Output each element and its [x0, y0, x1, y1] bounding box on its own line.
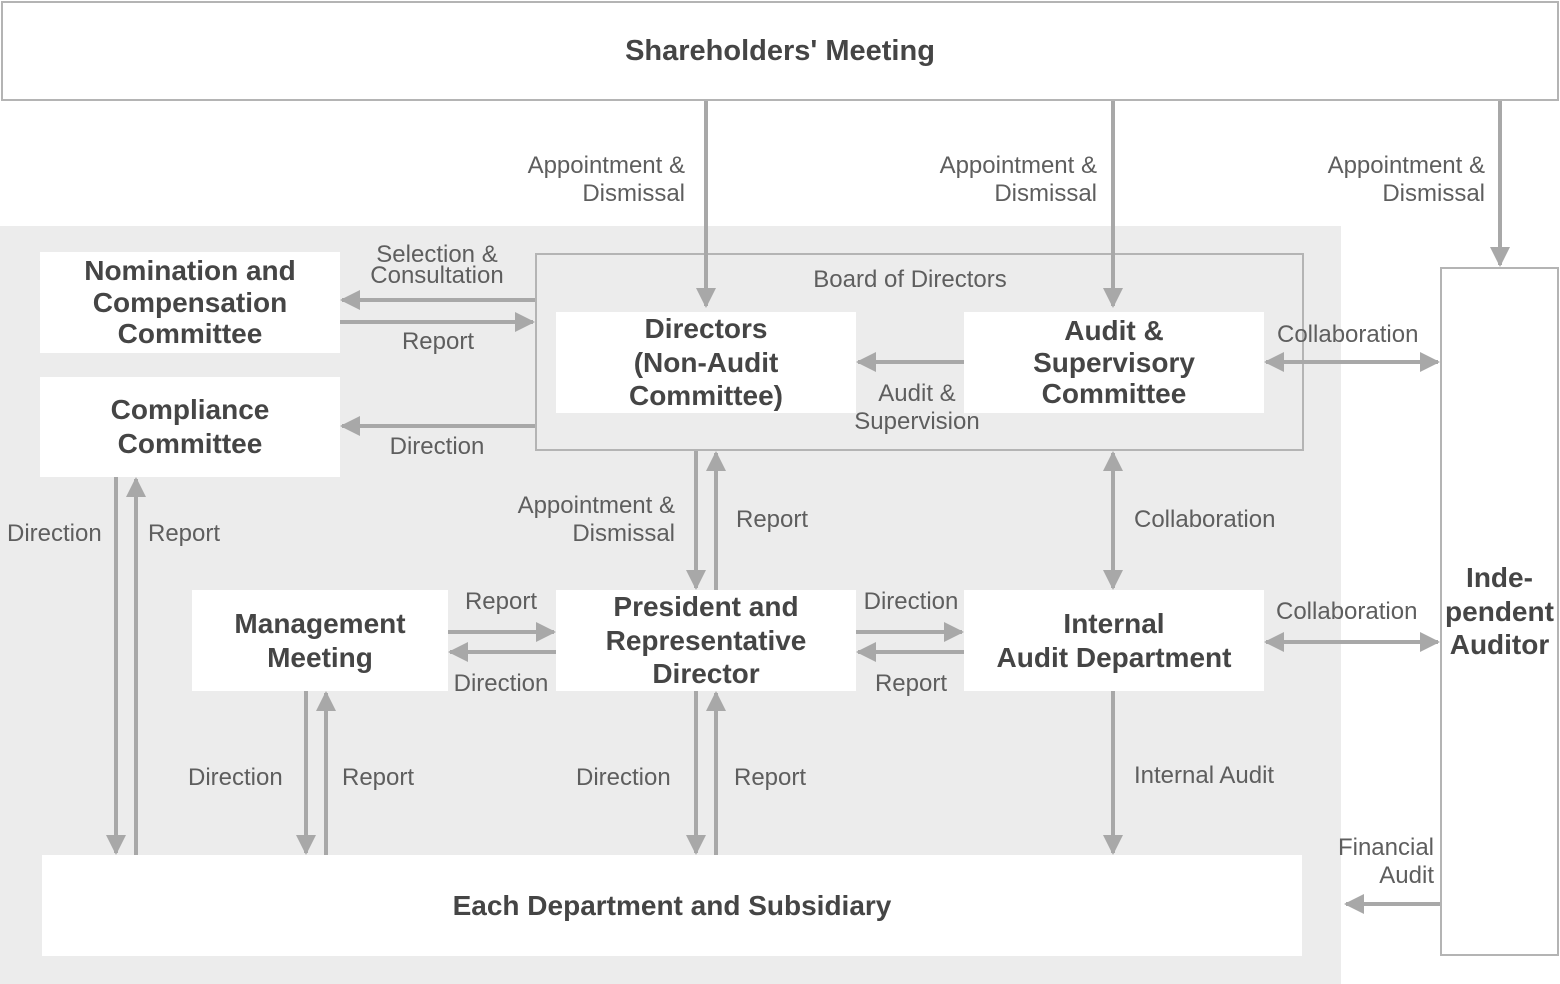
directors-line-2: (Non-Audit Committee)	[628, 346, 783, 412]
appointment-label-3-line-1: Appointment &	[1327, 152, 1485, 179]
internal-audit-department-box: Internal Audit Department	[964, 590, 1264, 691]
report-president-up-label: Report	[734, 764, 807, 791]
appointment-label-2-line-2: Dismissal	[994, 180, 1097, 207]
report-nomination-label: Report	[401, 328, 475, 355]
compliance-line-2: Committee	[117, 428, 263, 459]
report-management-up-label: Report	[342, 764, 415, 791]
shareholders-meeting-box: Shareholders' Meeting	[1, 1, 1559, 101]
collaboration-label-middle: Collaboration	[1134, 506, 1276, 533]
report-president-label: Report	[736, 506, 809, 533]
appointment-label-2-line-1: Appointment &	[939, 152, 1097, 179]
collaboration-label-top: Collaboration	[1277, 321, 1419, 348]
internal-audit-line-2: Audit Department	[996, 641, 1232, 673]
financial-audit-label: Financial Audit	[1300, 834, 1434, 890]
report-left-label: Report	[148, 520, 221, 547]
report-management-label: Report	[464, 588, 538, 615]
appointment-president-label: Appointment & Dismissal	[450, 492, 675, 548]
management-line-2: Meeting	[267, 641, 373, 673]
appointment-president-line-2: Dismissal	[572, 520, 675, 547]
management-meeting-box: Management Meeting	[192, 590, 448, 691]
directors-line-1: Directors	[644, 313, 768, 345]
shareholders-meeting-label: Shareholders' Meeting	[625, 34, 935, 67]
departments-label: Each Department and Subsidiary	[452, 889, 892, 921]
selection-line-1: Selection &	[376, 241, 498, 268]
direction-compliance-label: Direction	[389, 433, 485, 460]
auditor-line-2: pendent	[1445, 595, 1554, 627]
appointment-label-3: Appointment & Dismissal	[1260, 152, 1485, 208]
direction-internal-audit-label: Direction	[863, 588, 959, 615]
selection-line-2: Consultation	[370, 262, 504, 289]
direction-left-label: Direction	[7, 520, 102, 547]
nomination-compensation-committee-box: Nomination and Compensation Committee	[40, 252, 340, 353]
appointment-label-2: Appointment & Dismissal	[872, 152, 1097, 208]
each-department-subsidiary-box: Each Department and Subsidiary	[42, 855, 1302, 956]
financial-audit-line-2: Audit	[1379, 862, 1434, 889]
nomination-line-1: Nomination and	[84, 255, 296, 287]
report-internal-audit-label: Report	[874, 670, 948, 697]
independent-auditor-box: Inde- pendent Auditor	[1440, 267, 1559, 956]
direction-president-down-label: Direction	[576, 764, 671, 791]
internal-audit-line-1: Internal	[1063, 607, 1165, 639]
nomination-line-2: Compensation	[92, 286, 288, 318]
compliance-line-1: Compliance	[110, 394, 270, 426]
audit-supervision-label: Audit & Supervision	[842, 380, 992, 436]
direction-management-down-label: Direction	[188, 764, 283, 791]
appointment-label-1-line-2: Dismissal	[582, 180, 685, 207]
appointment-president-line-1: Appointment &	[517, 492, 675, 519]
president-line-2: Representative Director	[605, 624, 807, 690]
management-line-1: Management	[234, 607, 406, 639]
president-line-1: President and	[613, 591, 799, 623]
audit-supervision-line-2: Supervision	[854, 408, 980, 435]
directors-box: Directors (Non-Audit Committee)	[556, 312, 856, 413]
president-representative-director-box: President and Representative Director	[556, 590, 856, 691]
nomination-line-3: Committee	[117, 318, 263, 350]
selection-consultation-label: Selection & Consultation	[352, 241, 522, 289]
audit-committee-line-2: Supervisory	[1033, 346, 1195, 378]
appointment-label-1: Appointment & Dismissal	[460, 152, 685, 208]
internal-audit-edge-label: Internal Audit	[1134, 762, 1275, 789]
auditor-line-3: Auditor	[1449, 629, 1550, 661]
compliance-committee-box: Compliance Committee	[40, 377, 340, 477]
auditor-line-1: Inde-	[1466, 562, 1533, 594]
audit-supervision-line-1: Audit &	[878, 380, 956, 407]
audit-supervisory-committee-box: Audit & Supervisory Committee	[964, 312, 1264, 413]
direction-management-label: Direction	[453, 670, 549, 697]
collaboration-label-bottom: Collaboration	[1276, 598, 1418, 625]
audit-committee-line-3: Committee	[1041, 378, 1187, 410]
appointment-label-1-line-1: Appointment &	[527, 152, 685, 179]
audit-committee-line-1: Audit &	[1064, 315, 1164, 347]
board-of-directors-label: Board of Directors	[813, 266, 1007, 293]
appointment-label-3-line-2: Dismissal	[1382, 180, 1485, 207]
financial-audit-line-1: Financial	[1337, 834, 1434, 861]
